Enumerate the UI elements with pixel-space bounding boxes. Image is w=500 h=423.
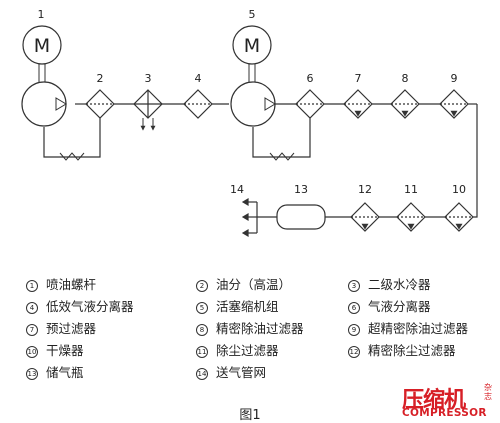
component-number: 3 (145, 72, 152, 85)
filter-symbol (439, 89, 469, 119)
figure-caption: 图1 (239, 408, 261, 423)
component-number: 14 (230, 183, 244, 196)
dust-filter-symbol (396, 202, 426, 232)
motor-label: M (34, 35, 50, 57)
process-flow-diagram: M M 1 2 3 4 5 6 7 8 9 10 11 12 13 14 (21, 8, 478, 238)
water-cooler-symbol (133, 89, 163, 131)
oil-return-line (43, 118, 101, 158)
piston-compressor-symbol (230, 81, 276, 127)
component-number: 12 (358, 183, 372, 196)
component-number: 5 (249, 8, 256, 21)
logo-side-text: 杂志 (484, 383, 492, 401)
dust-filter-symbol (350, 202, 380, 232)
component-number: 1 (38, 8, 45, 21)
component-number: 13 (294, 183, 308, 196)
oil-separator-symbol (85, 89, 115, 119)
air-tank-symbol (276, 204, 326, 230)
outlet-arrows (241, 197, 257, 238)
pipe (473, 104, 478, 218)
compressor-magazine-logo: 压缩机 杂志 COMPRESSOR (402, 382, 498, 422)
component-number: 8 (402, 72, 409, 85)
oil-return-line (59, 152, 85, 161)
motor-symbol (232, 25, 272, 65)
oil-return-line (252, 118, 311, 158)
filter-symbol (343, 89, 373, 119)
separator-symbol (295, 89, 325, 119)
component-number: 7 (355, 72, 362, 85)
motor-label: M (244, 35, 260, 57)
component-number: 4 (195, 72, 202, 85)
component-number: 11 (404, 183, 418, 196)
logo-title: 压缩机 (402, 388, 466, 413)
motor-symbol (22, 25, 62, 65)
component-number: 2 (97, 72, 104, 85)
dryer-symbol (444, 202, 474, 232)
component-number: 9 (451, 72, 458, 85)
logo-english: COMPRESSOR (402, 407, 487, 419)
component-number: 10 (452, 183, 466, 196)
filter-symbol (390, 89, 420, 119)
oil-return-line (269, 152, 295, 161)
separator-symbol (183, 89, 213, 119)
component-number: 6 (307, 72, 314, 85)
screw-compressor-symbol (21, 81, 67, 127)
